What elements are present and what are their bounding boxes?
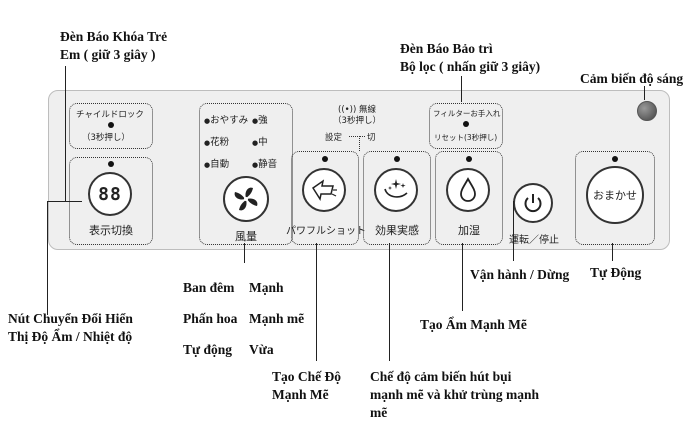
leader-effect	[389, 243, 390, 361]
wireless-bracket-right	[359, 136, 365, 151]
fan-icon	[234, 187, 258, 211]
wireless-bracket-left	[349, 136, 360, 151]
water-drop-icon	[460, 177, 476, 202]
wireless-hold-label: （3秒押し）	[333, 116, 381, 126]
child-lock-annotation-line2: Em ( giữ 3 giây )	[60, 47, 156, 62]
filter-label: フィルターお手入れ	[433, 109, 501, 118]
fan-option-medium: ●中	[252, 137, 268, 148]
leader-child-lock	[65, 66, 66, 201]
child-lock-indicator: チャイルドロック （3秒押し）	[69, 103, 153, 149]
sensor-annotation: Cảm biến độ sáng	[580, 71, 684, 86]
humidify-annotation: Tạo Ẩm Mạnh Mẽ	[420, 317, 527, 332]
power-label: 運転／停止	[509, 235, 559, 246]
auto-led	[612, 156, 618, 162]
filter-led	[463, 121, 469, 127]
child-lock-annotation: Đèn Báo Khóa Trẻ Em ( giữ 3 giây )	[60, 28, 167, 64]
power-button[interactable]	[513, 183, 553, 223]
wireless-off-label: 切	[367, 133, 376, 143]
child-lock-hold-label: （3秒押し）	[82, 133, 130, 143]
effect-led	[394, 156, 400, 162]
auto-group: おまかせ	[575, 151, 655, 245]
auto-button[interactable]: おまかせ	[586, 166, 644, 224]
display-switch-label: 表示切換	[89, 224, 133, 237]
filter-indicator: フィルターお手入れ リセット(3秒押し)	[429, 103, 503, 149]
display-switch-annotation-line2: Thị Độ Ẩm / Nhiệt độ	[8, 329, 133, 344]
auto-annotation: Tự Động	[590, 265, 642, 280]
leader-power-mode	[316, 243, 317, 361]
fan-option-quiet: ●静音	[252, 159, 278, 170]
display-switch-led	[108, 161, 114, 167]
powerful-shot-icon	[311, 179, 337, 201]
effect-button[interactable]	[374, 168, 418, 212]
effect-annotation-line3: mẽ	[370, 405, 388, 420]
effect-annotation-line2: mạnh mẽ và khử trùng mạnh	[370, 387, 540, 402]
filter-annotation: Đèn Báo Bảo trì Bộ lọc ( nhấn giữ 3 giây…	[400, 40, 540, 76]
power-mode-annotation-line2: Mạnh Mẽ	[272, 387, 329, 402]
effect-annotation-line1: Chế độ cảm biến hút bụi	[370, 369, 512, 384]
wireless-icon: ((•))	[338, 105, 357, 115]
power-mode-label: パワフルショット	[286, 226, 366, 237]
digits-display-icon: 88	[98, 183, 122, 205]
fan-option-auto: ●自動	[204, 159, 230, 170]
wireless-label: 無線	[358, 105, 376, 115]
power-mode-annotation-line1: Tạo Chế Độ	[272, 369, 342, 384]
fan-speed-group: ●おやすみ ●強 ●花粉 ●中 ●自動 ●静音	[199, 103, 293, 245]
child-lock-annotation-line1: Đèn Báo Khóa Trẻ	[60, 29, 168, 44]
display-switch-annotation: Nút Chuyển Đổi Hiển Thị Độ Ẩm / Nhiệt độ	[8, 310, 133, 346]
power-mode-annotation: Tạo Chế Độ Mạnh Mẽ	[272, 368, 341, 404]
leader-humidify	[462, 243, 463, 311]
sparkle-clean-icon	[384, 179, 408, 198]
power-mode-button[interactable]	[302, 168, 346, 212]
light-sensor-icon	[637, 101, 657, 121]
fan-option-night: ●おやすみ	[204, 115, 249, 126]
power-mode-led	[322, 156, 328, 162]
effect-annotation: Chế độ cảm biến hút bụi mạnh mẽ và khử t…	[370, 368, 539, 422]
filter-reset-label: リセット(3秒押し)	[434, 133, 498, 142]
filter-annotation-line1: Đèn Báo Bảo trì	[400, 41, 493, 56]
display-switch-annotation-line1: Nút Chuyển Đổi Hiển	[8, 311, 133, 326]
power-icon	[524, 194, 542, 213]
humidify-led	[466, 156, 472, 162]
leader-filter	[461, 76, 462, 102]
leader-fan	[244, 243, 245, 263]
leader-child-lock-h	[65, 201, 82, 202]
child-lock-led	[108, 122, 114, 128]
wireless-setting: ((•)) 無線 （3秒押し）	[307, 105, 407, 127]
humidify-button[interactable]	[446, 168, 490, 212]
effect-label: 効果実感	[375, 224, 419, 237]
child-lock-label: チャイルドロック	[76, 110, 144, 120]
fan-option-pollen: ●花粉	[204, 137, 230, 148]
fan-option-strong: ●強	[252, 115, 268, 126]
display-switch-button[interactable]: 88	[88, 172, 132, 216]
humidify-label: 加湿	[458, 224, 480, 237]
leader-display-switch-h	[47, 201, 67, 202]
leader-sensor	[644, 86, 645, 100]
control-panel: チャイルドロック （3秒押し） 88 表示切換 ●おやすみ ●強 ●花粉 ●中 …	[48, 90, 670, 250]
effect-group: 効果実感	[363, 151, 431, 245]
leader-auto	[612, 243, 613, 261]
fan-speed-label: 風量	[235, 230, 257, 243]
leader-power	[513, 201, 514, 261]
leader-display-switch	[47, 201, 48, 315]
fan-speed-button[interactable]	[223, 176, 269, 222]
power-annotation: Vận hành / Dừng	[470, 267, 570, 282]
filter-annotation-line2: Bộ lọc ( nhấn giữ 3 giây)	[400, 59, 541, 74]
auto-button-label: おまかせ	[593, 189, 637, 202]
wireless-set-label: 設定	[325, 133, 343, 143]
power-mode-group: パワフルショット	[286, 151, 366, 245]
humidify-group: 加湿	[435, 151, 503, 245]
